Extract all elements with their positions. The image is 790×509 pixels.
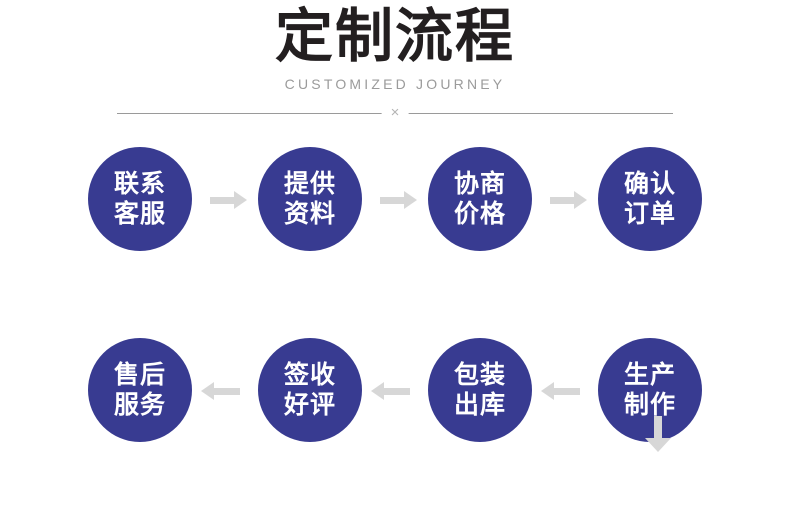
flow-node-label-line1: 确认: [623, 169, 676, 198]
page-header: 定制流程 CUSTOMIZED JOURNEY ×: [0, 0, 790, 122]
arrow-head: [404, 191, 417, 209]
customization-flow-diagram: 联系 客服 提供 资料 协商 价格 确认 订单: [0, 140, 790, 452]
arrow-right-icon: [362, 184, 428, 214]
arrow-shaft: [554, 388, 580, 395]
flow-row-bottom: 售后 服务 签收 好评 包装 出库 生产 制作: [0, 331, 790, 449]
flow-node-label-line1: 提供: [283, 169, 336, 198]
flow-node-label-line2: 资料: [283, 199, 336, 228]
arrow-shaft: [380, 197, 406, 204]
arrow-shaft: [384, 388, 410, 395]
arrow-shaft: [210, 197, 236, 204]
arrow-head: [574, 191, 587, 209]
arrow-left-icon: [362, 375, 428, 405]
page-subtitle: CUSTOMIZED JOURNEY: [284, 76, 506, 92]
flow-node-confirm-order[interactable]: 确认 订单: [598, 147, 702, 251]
flow-node-label-line1: 包装: [453, 360, 506, 389]
arrow-head: [371, 382, 384, 400]
flow-node-label-line1: 生产: [623, 360, 676, 389]
arrow-shaft: [550, 197, 576, 204]
flow-node-production[interactable]: 生产 制作: [598, 338, 702, 442]
arrow-left-icon: [532, 375, 598, 405]
arrow-head: [541, 382, 554, 400]
page-title: 定制流程: [274, 2, 515, 70]
arrow-shaft: [214, 388, 240, 395]
flow-node-label-line1: 联系: [113, 169, 166, 198]
flow-node-negotiate-price[interactable]: 协商 价格: [428, 147, 532, 251]
flow-node-sign-and-review[interactable]: 签收 好评: [258, 338, 362, 442]
divider: ×: [117, 104, 673, 122]
flow-node-after-sales-service[interactable]: 售后 服务: [88, 338, 192, 442]
flow-node-label-line1: 签收: [283, 360, 336, 389]
flow-node-label-line2: 订单: [623, 199, 676, 228]
arrow-right-icon: [192, 184, 258, 214]
arrow-head: [201, 382, 214, 400]
divider-cross-icon: ×: [381, 104, 409, 122]
flow-node-label-line2: 价格: [453, 199, 506, 228]
flow-node-provide-materials[interactable]: 提供 资料: [258, 147, 362, 251]
flow-node-label-line2: 好评: [283, 390, 336, 419]
flow-node-contact-support[interactable]: 联系 客服: [88, 147, 192, 251]
flow-node-label-line2: 出库: [453, 390, 506, 419]
flow-node-label-line1: 协商: [453, 169, 506, 198]
arrow-head: [234, 191, 247, 209]
flow-node-label-line2: 服务: [113, 390, 166, 419]
flow-node-packing-shipping[interactable]: 包装 出库: [428, 338, 532, 442]
flow-node-label-line1: 售后: [113, 360, 166, 389]
flow-row-top: 联系 客服 提供 资料 协商 价格 确认 订单: [0, 140, 790, 258]
arrow-left-icon: [192, 375, 258, 405]
flow-node-label-line2: 制作: [623, 390, 676, 419]
arrow-right-icon: [532, 184, 598, 214]
flow-node-label-line2: 客服: [113, 199, 166, 228]
